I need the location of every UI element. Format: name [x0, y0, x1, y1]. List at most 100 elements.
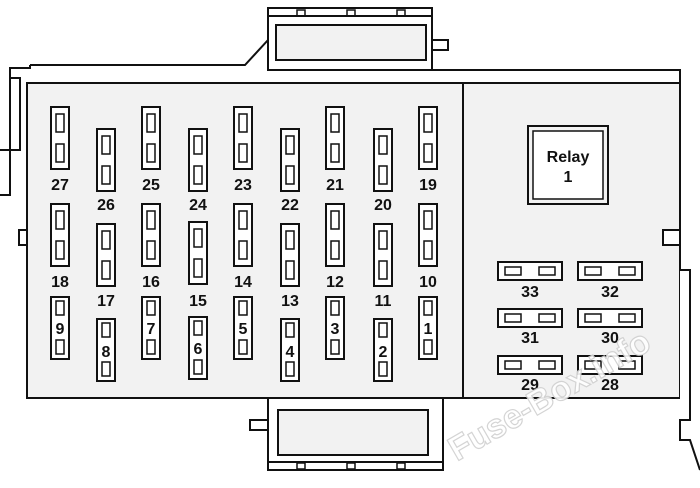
fuse-27: 27 [50, 106, 70, 194]
fuse-blade [285, 135, 295, 155]
fuse-blade [101, 230, 111, 250]
fuse-blade [238, 300, 248, 316]
fuse-9: 9 [50, 296, 70, 360]
fuse-18: 18 [50, 203, 70, 291]
fuse-blade [423, 113, 433, 133]
fuse-33: 33 [497, 261, 563, 301]
fuse-blade [193, 135, 203, 155]
fuse-label-7: 7 [147, 321, 156, 338]
fuse-blade [538, 266, 556, 276]
fuse-blade [330, 210, 340, 230]
fuse-label-2: 2 [379, 344, 388, 361]
fuse-blade [238, 143, 248, 163]
fuse-blade [330, 113, 340, 133]
fuse-20: 20 [373, 128, 393, 214]
fuse-blade [378, 165, 388, 185]
fuse-7: 7 [141, 296, 161, 360]
fuse-25: 25 [141, 106, 161, 194]
fuse-blade [193, 165, 203, 185]
fuse-label-5: 5 [239, 321, 248, 338]
fuse-label-14: 14 [234, 274, 252, 291]
relay-number: 1 [564, 169, 573, 186]
fuse-blade [55, 143, 65, 163]
fuse-28: 28 [577, 355, 643, 394]
fuse-label-15: 15 [189, 293, 207, 310]
fuse-label-4: 4 [286, 344, 295, 361]
fuse-4: 4 [280, 318, 300, 382]
fuse-blade [584, 313, 602, 323]
fuse-6: 6 [188, 316, 208, 380]
fuse-blade [584, 360, 602, 370]
fuse-label-24: 24 [189, 197, 207, 214]
fuse-15: 15 [188, 221, 208, 310]
fuse-blade [584, 266, 602, 276]
fuse-label-29: 29 [521, 377, 539, 394]
fuse-blade [238, 240, 248, 260]
fuse-30: 30 [577, 308, 643, 347]
fuse-label-1: 1 [424, 321, 433, 338]
fuse-13: 13 [280, 223, 300, 310]
fuse-blade [285, 260, 295, 280]
fuse-label-11: 11 [375, 293, 392, 310]
fuse-label-9: 9 [56, 321, 65, 338]
fuse-blade [504, 313, 522, 323]
fuse-blade [504, 266, 522, 276]
fuse-1: 1 [418, 296, 438, 360]
fuse-label-30: 30 [601, 330, 619, 347]
fuse-label-33: 33 [521, 284, 539, 301]
fuse-blade [146, 143, 156, 163]
fuse-blade [55, 210, 65, 230]
fuse-blade [378, 361, 388, 377]
top-connector [267, 7, 433, 71]
fuse-blade [378, 260, 388, 280]
fuse-blade [378, 135, 388, 155]
fuse-2: 2 [373, 318, 393, 382]
fuse-blade [101, 322, 111, 338]
relay-1: Relay 1 [527, 125, 609, 205]
fuse-blade [423, 300, 433, 316]
fuse-label-12: 12 [326, 274, 344, 291]
fuse-label-13: 13 [281, 293, 299, 310]
fuse-label-10: 10 [419, 274, 437, 291]
fuse-label-19: 19 [419, 177, 437, 194]
fuse-label-18: 18 [51, 274, 69, 291]
fuse-blade [55, 300, 65, 316]
fuse-blade [101, 165, 111, 185]
fuse-label-25: 25 [142, 177, 160, 194]
fuse-blade [146, 240, 156, 260]
fuse-blade [285, 230, 295, 250]
fuse-19: 19 [418, 106, 438, 194]
fuse-26: 26 [96, 128, 116, 214]
fuse-blade [330, 300, 340, 316]
fuse-blade [101, 260, 111, 280]
fuse-blade [285, 322, 295, 338]
fuse-22: 22 [280, 128, 300, 214]
fuse-blade [101, 135, 111, 155]
side-tabs [18, 229, 691, 421]
bottom-connector [249, 397, 444, 471]
fuse-blade [423, 210, 433, 230]
fuse-blade [423, 240, 433, 260]
fuse-label-3: 3 [331, 321, 340, 338]
fuse-blade [504, 360, 522, 370]
fuse-31: 31 [497, 308, 563, 347]
fuse-label-31: 31 [521, 330, 539, 347]
fuse-16: 16 [141, 203, 161, 291]
fuse-blade [146, 210, 156, 230]
fuse-29: 29 [497, 355, 563, 394]
fuse-blade [55, 339, 65, 355]
fuse-blade [193, 228, 203, 248]
fuse-23: 23 [233, 106, 253, 194]
fuse-blade [285, 165, 295, 185]
fuse-blade [378, 230, 388, 250]
fuse-label-17: 17 [97, 293, 115, 310]
fuse-blade [378, 322, 388, 338]
fuse-blade [193, 320, 203, 336]
fuse-11: 11 [373, 223, 393, 310]
fuse-blade [238, 339, 248, 355]
fuse-label-32: 32 [601, 284, 619, 301]
fuse-label-8: 8 [102, 344, 111, 361]
fuse-blade [146, 300, 156, 316]
